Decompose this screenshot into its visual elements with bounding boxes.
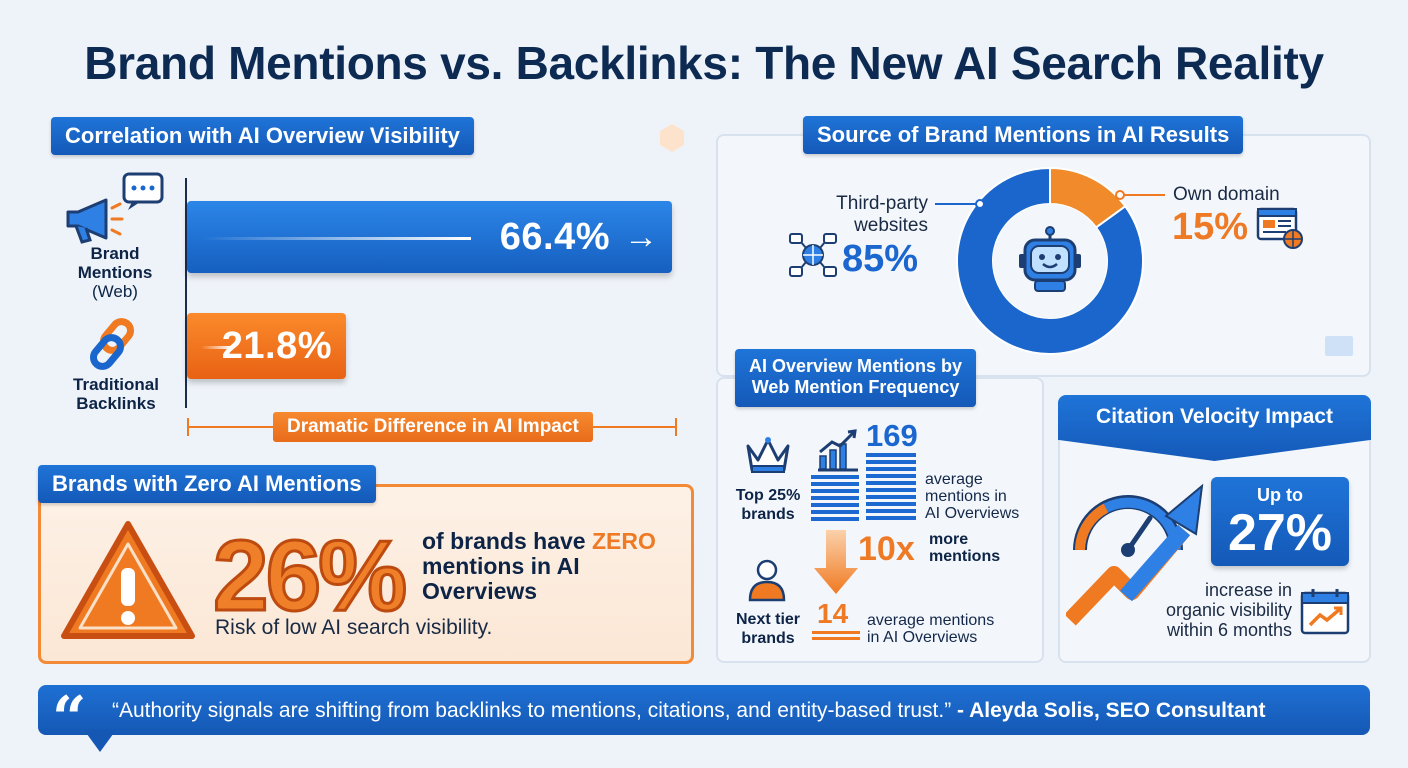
velocity-up-to: Up to bbox=[1257, 485, 1303, 505]
browser-globe-icon bbox=[1256, 207, 1303, 249]
top-brands-label: Top 25% brands bbox=[735, 487, 801, 523]
bar-backlinks: 21.8% bbox=[187, 313, 346, 379]
bar-value-label: 66.4% bbox=[499, 215, 610, 258]
bar-value-label: 21.8% bbox=[221, 324, 332, 367]
zero-mentions-text: of brands have ZERO mentions in AI Overv… bbox=[422, 528, 656, 604]
zero-mentions-percent: 26% bbox=[211, 520, 408, 632]
quote-bar bbox=[38, 685, 1370, 735]
velocity-desc: increase in organic visibility within 6 … bbox=[1165, 580, 1292, 640]
velocity-value-box bbox=[1211, 477, 1349, 566]
quote-text: “Authority signals are shifting from bac… bbox=[112, 699, 1266, 722]
third-party-label: Third-party websites bbox=[836, 193, 928, 236]
person-icon bbox=[748, 559, 786, 602]
next-tier-value: 14 bbox=[817, 598, 849, 629]
top-brands-desc: average mentions in AI Overviews bbox=[925, 471, 1020, 522]
crown-icon bbox=[746, 437, 790, 473]
network-globe-icon bbox=[789, 233, 837, 277]
next-tier-label: Next tier brands bbox=[735, 611, 801, 647]
own-domain-value: 15% bbox=[1172, 206, 1249, 248]
next-tier-desc: average mentions in AI Overviews bbox=[867, 612, 995, 646]
speed-line bbox=[201, 346, 231, 349]
velocity-value: 27% bbox=[1227, 504, 1333, 562]
third-party-value: 85% bbox=[842, 238, 919, 280]
bar-chart: 66.4% → 21.8% bbox=[187, 195, 887, 395]
decor-square bbox=[1325, 336, 1353, 356]
correlation-header: Correlation with AI Overview Visibility bbox=[51, 117, 474, 155]
next-tier-stripes bbox=[812, 631, 860, 642]
donut-leaders bbox=[935, 190, 1165, 209]
speed-line bbox=[201, 237, 471, 240]
trend-chart-icon bbox=[818, 429, 858, 472]
frequency-header: AI Overview Mentions by Web Mention Freq… bbox=[735, 349, 977, 407]
multiplier-value: 10x bbox=[858, 530, 915, 568]
own-domain-label: Own domain bbox=[1173, 184, 1280, 205]
robot-icon bbox=[1019, 226, 1081, 292]
risk-text: Risk of low AI search visibility. bbox=[215, 616, 493, 639]
down-arrow-icon bbox=[814, 530, 858, 594]
page-title: Brand Mentions vs. Backlinks: The New AI… bbox=[84, 37, 1324, 89]
bar-brand-mentions: 66.4% → bbox=[187, 201, 672, 273]
multiplier-desc: more mentions bbox=[929, 531, 1001, 565]
bar-axis bbox=[185, 178, 187, 408]
dramatic-difference-label: Dramatic Difference in AI Impact bbox=[273, 412, 593, 442]
quote-mark-icon: “ bbox=[52, 684, 87, 754]
velocity-header: Citation Velocity Impact bbox=[1096, 405, 1333, 428]
brand-mentions-label: Brand Mentions (Web) bbox=[77, 244, 153, 301]
source-header: Source of Brand Mentions in AI Results bbox=[803, 116, 1244, 154]
decor-hexagon bbox=[660, 124, 684, 152]
top-brands-value: 169 bbox=[866, 418, 918, 453]
backlinks-label: Traditional Backlinks bbox=[73, 375, 159, 413]
calendar-trend-icon bbox=[1300, 589, 1350, 635]
megaphone-icon bbox=[66, 172, 164, 244]
zero-mentions-header: Brands with Zero AI Mentions bbox=[38, 465, 376, 503]
arrow-right-icon: → bbox=[624, 217, 658, 256]
gauge-arrow-icon bbox=[1066, 483, 1204, 626]
quote-bubble-tail bbox=[84, 730, 116, 752]
warning-icon bbox=[61, 521, 195, 639]
top-stripes-large bbox=[866, 453, 916, 523]
top-stripes-small bbox=[811, 475, 859, 523]
link-chain-icon bbox=[90, 318, 134, 370]
